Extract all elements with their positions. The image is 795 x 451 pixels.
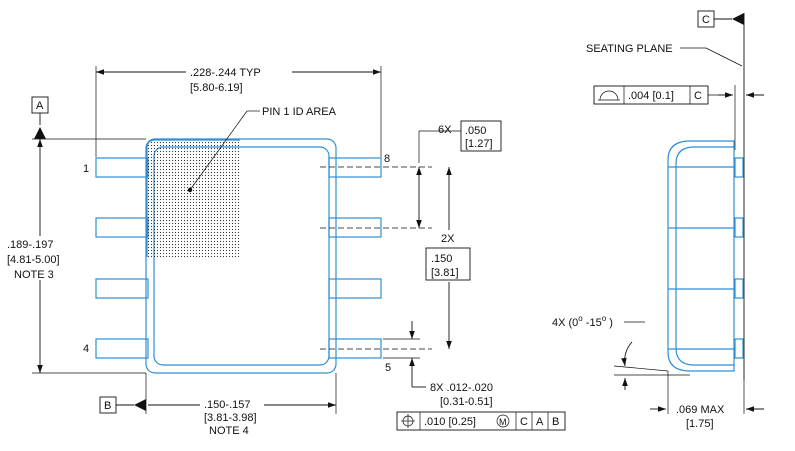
datum-c-label: C — [702, 14, 710, 26]
height-text: .069 MAX — [676, 404, 725, 416]
flatness-value: .004 [0.1] — [628, 90, 674, 102]
package-body-outer — [145, 138, 337, 374]
lead-pin-4 — [95, 338, 149, 359]
lead-width-mm: [0.31-0.51] — [440, 396, 493, 408]
side-view: C SEATING PLANE .004 [0.1] C — [552, 10, 764, 430]
flatness-datum: C — [694, 90, 702, 102]
span-value: .150 — [431, 253, 452, 265]
length-dim-note: NOTE 3 — [14, 269, 54, 281]
span-count: 2X — [441, 233, 455, 245]
datum-b-label: B — [104, 400, 111, 412]
flatness-frame: .004 [0.1] C — [593, 85, 709, 105]
mmc-symbol: M — [499, 417, 507, 427]
lead-pin-5 — [328, 338, 382, 359]
lead-width-text: 8X .012-.020 — [430, 382, 493, 394]
pin-number-1: 1 — [83, 163, 89, 175]
pin1-label: PIN 1 ID AREA — [262, 106, 337, 118]
side-body-outline — [667, 140, 735, 372]
tol-datum-a: A — [536, 416, 544, 428]
body-width-note: NOTE 4 — [209, 425, 249, 437]
pitch-basic-box — [460, 120, 502, 152]
lead-pin-1 — [95, 157, 149, 178]
top-view: PIN 1 ID AREA 1 4 8 5 .228-.244 TYP [5.8… — [6, 64, 566, 437]
length-dim-text: .189-.197 — [7, 239, 53, 251]
body-width-mm: [3.81-3.98] — [204, 412, 257, 424]
tol-datum-b: B — [552, 416, 559, 428]
pin-number-5: 5 — [385, 362, 391, 374]
width-dim-mm: [5.80-6.19] — [190, 82, 243, 94]
tol-datum-c: C — [520, 416, 528, 428]
span-basic-box — [425, 247, 471, 281]
lead-pin-6 — [328, 278, 382, 299]
pitch-mm: [1.27] — [465, 138, 493, 150]
length-dim-mm: [4.81-5.00] — [7, 254, 60, 266]
seating-plane-label: SEATING PLANE — [586, 43, 673, 55]
position-icon — [401, 414, 415, 428]
pin1-leader — [189, 110, 248, 191]
pin-number-4: 4 — [83, 343, 89, 355]
datum-a-label: A — [36, 100, 44, 112]
mmc-icon — [496, 414, 510, 428]
height-mm: [1.75] — [686, 418, 714, 430]
pin1-id-area — [147, 140, 240, 257]
angle-text: 4X (0o -15o ) — [552, 314, 613, 329]
lead-pin-3 — [95, 278, 149, 299]
lead-pin-8 — [328, 157, 382, 178]
width-dim-text: .228-.244 TYP — [190, 67, 261, 79]
span-mm: [3.81] — [431, 267, 459, 279]
pitch-value: .050 — [465, 125, 486, 137]
profile-surface-icon — [598, 90, 620, 101]
pin-number-8: 8 — [384, 153, 390, 165]
lead-pin-7 — [328, 217, 382, 238]
body-width-text: .150-.157 — [204, 399, 250, 411]
lead-pin-2 — [95, 217, 149, 238]
position-tolerance-value: .010 [0.25] — [424, 416, 476, 428]
pitch-count: 6X — [438, 124, 452, 136]
position-tolerance-frame: .010 [0.25] M C A B — [396, 411, 566, 431]
